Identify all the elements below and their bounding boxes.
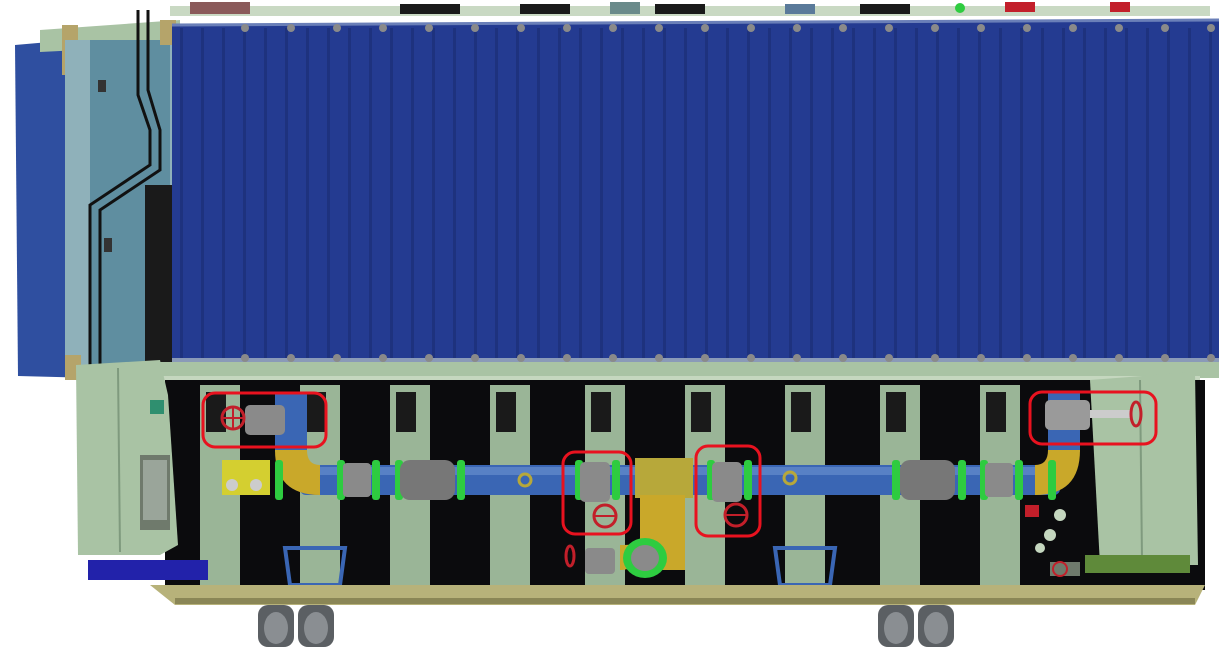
bolt-icon	[793, 24, 801, 32]
bolt-icon	[287, 24, 295, 32]
bolt-icon	[333, 24, 341, 32]
bolt-icon	[471, 354, 479, 362]
bolt-icon	[563, 24, 571, 32]
wheel-icon	[918, 605, 954, 647]
bolt-icon	[839, 24, 847, 32]
bolt-icon	[425, 354, 433, 362]
bolt-icon	[885, 354, 893, 362]
highlight-left-outlet-valve	[201, 391, 328, 449]
junction-box	[222, 460, 270, 495]
bolt-icon	[1115, 354, 1123, 362]
bolt-icon	[885, 24, 893, 32]
bolt-icon	[1023, 24, 1031, 32]
bolt-icon	[1115, 24, 1123, 32]
bolt-icon	[1207, 354, 1215, 362]
bolt-icon	[517, 24, 525, 32]
bolt-icon	[747, 354, 755, 362]
left-support-frame	[15, 10, 180, 380]
bolt-icon	[563, 354, 571, 362]
bolt-icon	[241, 354, 249, 362]
bolt-icon	[241, 24, 249, 32]
bolt-icon	[977, 24, 985, 32]
bolt-icon	[701, 24, 709, 32]
bolt-icon	[931, 354, 939, 362]
bolt-icon	[655, 24, 663, 32]
highlight-center-left-valve	[561, 450, 633, 536]
transport-wheels	[258, 605, 954, 647]
blue-base-slab	[88, 560, 208, 580]
bolt-icon	[1023, 354, 1031, 362]
bolt-icon	[287, 354, 295, 362]
highlight-center-right-valve	[694, 444, 762, 538]
bolt-icon	[1069, 24, 1077, 32]
center-left-valve[interactable]	[580, 462, 618, 529]
bolt-icon	[609, 354, 617, 362]
highlight-callouts	[201, 390, 1158, 538]
center-right-valve[interactable]	[712, 462, 749, 528]
bolt-icon	[655, 354, 663, 362]
bolt-icon	[1069, 354, 1077, 362]
right-cabinet	[1085, 372, 1198, 573]
bolt-icon	[747, 24, 755, 32]
bolt-icon	[609, 24, 617, 32]
bolt-icon	[333, 354, 341, 362]
bolt-icon	[517, 354, 525, 362]
drain-valve[interactable]	[564, 544, 615, 574]
bolt-icon	[1207, 24, 1215, 32]
handwheel-icon	[1129, 400, 1143, 428]
bolt-icon	[701, 354, 709, 362]
radiator-bank	[171, 18, 1219, 362]
top-equipment	[170, 2, 1210, 16]
base-frame	[150, 585, 1205, 605]
bolt-icon	[471, 24, 479, 32]
bolt-icon	[425, 24, 433, 32]
right-fittings	[1025, 505, 1080, 577]
outlet-valve-left[interactable]	[220, 405, 285, 435]
outlet-valve-right[interactable]	[1045, 400, 1143, 430]
bolt-icon	[1161, 354, 1169, 362]
wheel-icon	[878, 605, 914, 647]
bolt-icon	[793, 354, 801, 362]
bolt-icon	[931, 24, 939, 32]
bolt-icon	[379, 354, 387, 362]
wheel-icon	[298, 605, 334, 647]
left-cabinet	[76, 360, 178, 555]
bolt-icon	[1161, 24, 1169, 32]
bolt-icon	[379, 24, 387, 32]
highlight-right-outlet-valve	[1028, 390, 1158, 446]
bolt-icon	[839, 354, 847, 362]
bolt-icon	[977, 354, 985, 362]
wheel-icon	[258, 605, 294, 647]
